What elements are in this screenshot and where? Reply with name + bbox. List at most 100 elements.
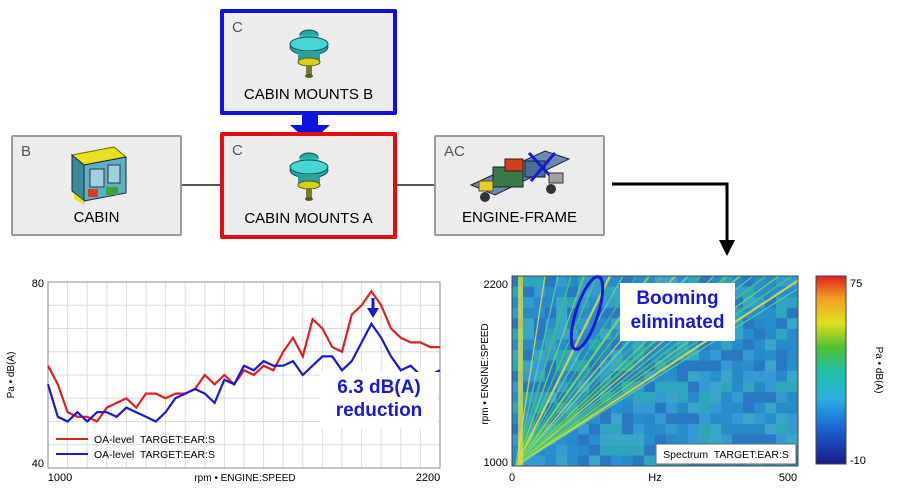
heatmap-cell bbox=[743, 339, 755, 351]
y-tick-label: 80 bbox=[32, 278, 44, 290]
heatmap-cell bbox=[578, 392, 590, 404]
heatmap-cell bbox=[556, 297, 568, 309]
heatmap-cell bbox=[666, 392, 678, 404]
heatmap-cell bbox=[545, 349, 557, 361]
heatmap-cell bbox=[732, 297, 744, 309]
heatmap-cell bbox=[776, 360, 788, 372]
x-tick-label: 2200 bbox=[416, 472, 440, 484]
heatmap-cell bbox=[787, 318, 798, 330]
heatmap-cell bbox=[534, 402, 546, 414]
colorbar-tick-label: -10 bbox=[850, 455, 866, 467]
order-line bbox=[515, 276, 637, 466]
plot-frame bbox=[511, 275, 799, 467]
heatmap-cell bbox=[589, 286, 601, 298]
heatmap-cell bbox=[743, 349, 755, 361]
box-cabin-mounts-b[interactable]: C CABIN MOUNTS B bbox=[220, 9, 397, 115]
heatmap-cell bbox=[523, 297, 535, 309]
heatmap-cell bbox=[776, 392, 788, 404]
heatmap-cell bbox=[787, 413, 798, 425]
heatmap-cell bbox=[710, 434, 722, 446]
heatmap-cell bbox=[754, 413, 766, 425]
box-label: ENGINE-FRAME bbox=[461, 209, 577, 226]
heatmap-cell bbox=[545, 276, 557, 288]
box-cabin-mounts-a[interactable]: C CABIN MOUNTS A bbox=[220, 132, 397, 239]
heatmap-cell bbox=[600, 423, 612, 435]
heatmap-cell bbox=[578, 371, 590, 383]
heatmap-cell bbox=[589, 455, 601, 466]
heatmap-cell bbox=[578, 434, 590, 446]
heatmap-cell bbox=[545, 423, 557, 435]
heatmap-cell bbox=[600, 349, 612, 361]
heatmap-cell bbox=[589, 402, 601, 414]
heatmap-cell bbox=[523, 371, 535, 383]
box-type-letter: C bbox=[232, 19, 243, 36]
heatmap-cell bbox=[765, 360, 777, 372]
order-line bbox=[515, 276, 598, 466]
heatmap-cell bbox=[732, 318, 744, 330]
heatmap-cell bbox=[512, 413, 524, 425]
heatmap-cell bbox=[534, 286, 546, 298]
heatmap-cell bbox=[677, 392, 689, 404]
heatmap-cell bbox=[644, 381, 656, 393]
heatmap-cell bbox=[600, 455, 612, 466]
heatmap-cell bbox=[523, 455, 535, 466]
heatmap-cell bbox=[644, 434, 656, 446]
x-tick-label: 500 bbox=[779, 472, 797, 484]
heatmap-cell bbox=[765, 339, 777, 351]
heatmap-cell bbox=[567, 286, 579, 298]
x-tick-label: 0 bbox=[509, 472, 515, 484]
heatmap-cell bbox=[611, 392, 623, 404]
heatmap-cell bbox=[710, 392, 722, 404]
heatmap-cell bbox=[589, 371, 601, 383]
heatmap-cell bbox=[578, 328, 590, 340]
heatmap-cell bbox=[578, 349, 590, 361]
heatmap-cell bbox=[633, 392, 645, 404]
heatmap-cell bbox=[523, 276, 535, 288]
heatmap-cell bbox=[765, 328, 777, 340]
heatmap-cell bbox=[622, 381, 634, 393]
heatmap-cell bbox=[556, 434, 568, 446]
heatmap-cell bbox=[556, 318, 568, 330]
heatmap-cell bbox=[622, 455, 634, 466]
box-engine-frame[interactable]: AC ENGINE-FRAME bbox=[434, 135, 605, 236]
heatmap-cell bbox=[655, 392, 667, 404]
heatmap-cell bbox=[633, 381, 645, 393]
heatmap-cell bbox=[688, 276, 700, 288]
heatmap-cell bbox=[644, 349, 656, 361]
heatmap-cell bbox=[743, 413, 755, 425]
heatmap-cell bbox=[688, 434, 700, 446]
box-type-letter: AC bbox=[444, 143, 465, 160]
heatmap-cell bbox=[743, 434, 755, 446]
order-line bbox=[515, 276, 780, 466]
heatmap-cell bbox=[633, 402, 645, 414]
heatmap-cell bbox=[600, 297, 612, 309]
heatmap-cell bbox=[666, 434, 678, 446]
heatmap-cell bbox=[776, 349, 788, 361]
heatmap-cell bbox=[743, 360, 755, 372]
booming-annotation: Booming eliminated bbox=[620, 283, 735, 341]
heatmap-cell bbox=[622, 413, 634, 425]
heatmap-cell bbox=[600, 286, 612, 298]
heatmap-cell bbox=[732, 371, 744, 383]
heatmap-cell bbox=[534, 339, 546, 351]
heatmap-cell bbox=[710, 360, 722, 372]
heatmap-cell bbox=[556, 328, 568, 340]
heatmap-cell bbox=[556, 444, 568, 456]
heatmap-cell bbox=[644, 276, 656, 288]
heatmap-cell bbox=[776, 328, 788, 340]
heatmap-cell bbox=[688, 349, 700, 361]
heatmap-cell bbox=[699, 381, 711, 393]
heatmap-cell bbox=[556, 276, 568, 288]
heatmap-cell bbox=[545, 413, 557, 425]
heatmap-cell bbox=[666, 360, 678, 372]
heatmap-cell bbox=[765, 413, 777, 425]
heatmap-cell bbox=[523, 286, 535, 298]
legend-label: OA-level TARGET:EAR:S bbox=[94, 434, 215, 446]
heatmap-cell bbox=[732, 360, 744, 372]
heatmap-cell bbox=[600, 339, 612, 351]
heatmap-cell bbox=[622, 339, 634, 351]
heatmap-cell bbox=[567, 381, 579, 393]
heatmap-cell bbox=[611, 297, 623, 309]
heatmap-cell bbox=[600, 371, 612, 383]
box-cabin[interactable]: B CABIN bbox=[11, 135, 182, 236]
